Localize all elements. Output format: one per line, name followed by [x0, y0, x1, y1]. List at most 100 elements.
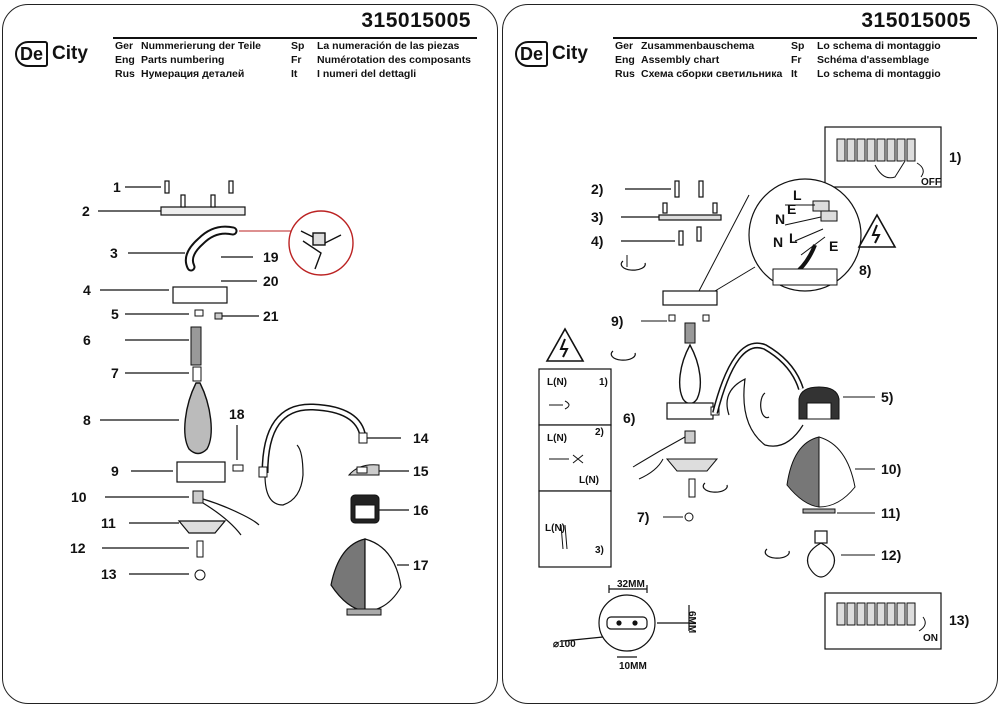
step-label: 7) [637, 509, 649, 525]
part-label: 2 [82, 203, 90, 219]
brand-mark: De [15, 41, 49, 67]
header-text: I numeri del dettagli [317, 68, 417, 81]
product-code: 315015005 [361, 9, 471, 32]
breaker-off-panel: OFF [824, 126, 942, 188]
part-label: 8 [83, 412, 91, 428]
step-label: 4) [591, 233, 603, 249]
electric-hazard-icon [545, 327, 585, 362]
part-label: 3 [110, 245, 118, 261]
part-label: 20 [263, 273, 279, 289]
neutral-label: N [773, 234, 783, 250]
part-label: 11 [101, 515, 116, 531]
glass-body [184, 382, 212, 455]
wiring-steps-box [538, 368, 612, 568]
lang-code: It [291, 68, 298, 81]
header-text: Numérotation des composants [317, 54, 472, 67]
breaker-on-panel: ON [824, 592, 942, 650]
header-rule [113, 37, 477, 39]
mounting-bracket [160, 194, 246, 216]
wiring-detail-callout [748, 178, 862, 292]
finial [194, 569, 206, 581]
lang-code: Ger [615, 40, 634, 52]
neutral-label: L [793, 187, 802, 203]
lang-code: Eng [615, 54, 635, 67]
part-label: 7 [111, 365, 119, 381]
lang-code: Rus [115, 68, 135, 81]
step-label: 10) [881, 461, 901, 477]
pin [688, 478, 696, 498]
lamp-shade [330, 538, 366, 612]
header-titles-left: Ger Zusammenbauschema Eng Assembly chart R… [615, 39, 790, 82]
step-label: 2) [595, 427, 604, 438]
on-label: ON [923, 633, 938, 644]
canopy [172, 286, 228, 304]
product-code: 315015005 [861, 9, 971, 32]
header-text: Lo schema di montaggio [817, 68, 941, 81]
rotate-icon [702, 482, 728, 493]
header-row: Rus Схема сборки светильника [615, 67, 790, 81]
rotate-icon [620, 260, 646, 271]
step-label: 12) [881, 547, 901, 563]
electric-hazard-icon [857, 213, 897, 248]
parts-numbering-panel: 315015005 De City Ger Nummerierung der Te… [2, 4, 498, 704]
lang-code: Sp [791, 40, 805, 52]
wire-label: L(N) [579, 475, 599, 486]
step-label: 2) [591, 181, 603, 197]
part-label: 1 [113, 179, 121, 195]
neutral-label: N [775, 211, 785, 227]
assembly-drawing: OFF 1) 2) 3) 4) [538, 126, 969, 672]
dimension-label: 10MM [619, 661, 647, 672]
lang-code: It [791, 68, 798, 81]
base-block [176, 461, 226, 483]
brand-name: City [52, 43, 88, 64]
canopy-dimension-drawing [562, 585, 695, 658]
nut [214, 312, 223, 320]
part-label: 16 [413, 502, 429, 518]
header-text: Assembly chart [641, 54, 720, 67]
lang-code: Rus [615, 68, 635, 81]
header-text: Zusammenbauschema [641, 40, 755, 52]
pin [196, 540, 204, 558]
part-label: 5 [111, 306, 119, 322]
part-label: 17 [413, 557, 429, 573]
parts-drawing: 1 2 3 4 5 6 7 8 9 10 11 12 13 14 15 16 1… [70, 179, 429, 616]
part-label: 6 [83, 332, 91, 348]
header-text: Схема сборки светильника [641, 68, 783, 81]
sleeve [192, 366, 202, 382]
lang-code: Fr [791, 54, 802, 67]
live-label: L [789, 230, 798, 246]
header-row: It Lo schema di montaggio [791, 67, 991, 81]
step-label: 5) [881, 389, 893, 405]
wire-label: L(N) [547, 433, 567, 444]
part-label: 9 [111, 463, 119, 479]
step-label: 3) [591, 209, 603, 225]
earth-label: E [829, 238, 838, 254]
off-label: OFF [921, 177, 941, 188]
header-row: Ger Nummerierung der Teile [115, 39, 290, 53]
step-label: 3) [595, 545, 604, 556]
header-text: Lo schema di montaggio [817, 40, 941, 52]
earth-label: E [787, 201, 796, 217]
part-label: 21 [263, 308, 279, 324]
lang-code: Sp [291, 40, 305, 52]
base-block [666, 402, 714, 420]
header-row: Sp Lo schema di montaggio [791, 39, 991, 53]
step-label: 6) [623, 410, 635, 426]
header-row: Eng Assembly chart [615, 53, 790, 67]
nut [194, 309, 204, 317]
brand-logo: De City [15, 41, 88, 67]
lang-code: Ger [115, 40, 134, 52]
wire-detail-callout [288, 210, 354, 276]
rotate-icon [610, 350, 636, 361]
part-label: 12 [70, 540, 86, 556]
lang-code: Eng [115, 54, 135, 67]
light-bulb-icon [806, 530, 836, 578]
part-label: 15 [413, 463, 429, 479]
header-row: Ger Zusammenbauschema [615, 39, 790, 53]
arc-arm [712, 342, 804, 414]
header-text: Nummerierung der Teile [141, 40, 262, 52]
